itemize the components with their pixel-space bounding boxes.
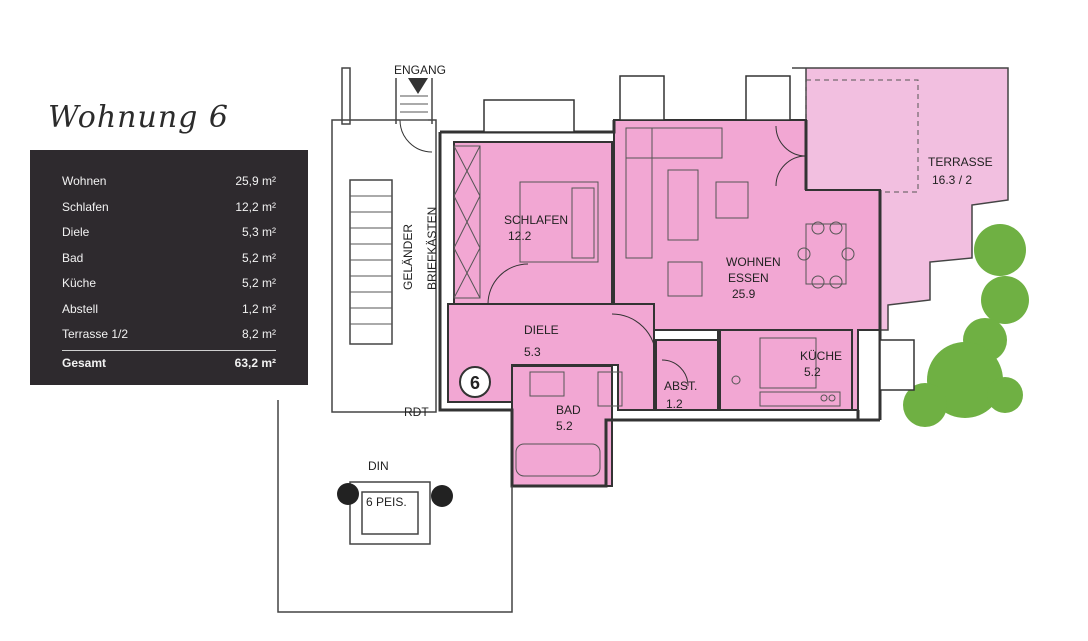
entrance-arrow-icon xyxy=(408,78,428,94)
rdt-label: RDT xyxy=(404,405,429,419)
stair-steps xyxy=(350,95,428,325)
elevator-button-right xyxy=(431,485,453,507)
door-arcs xyxy=(399,119,807,387)
room-abst xyxy=(655,339,719,411)
window-boxes xyxy=(483,75,915,391)
bath-fixtures xyxy=(515,371,623,477)
living-furniture xyxy=(625,127,855,297)
abst-label: ABST. xyxy=(664,379,697,393)
elevator-capacity-label: 6 PEIS. xyxy=(366,495,407,509)
entrance-label: ENGANG xyxy=(394,63,446,77)
terrasse-label: TERRASSE xyxy=(928,155,993,169)
terrasse-area: 16.3 / 2 xyxy=(932,173,972,187)
apartment-title: Wohnung 6 xyxy=(48,100,229,135)
mailbox-label: BRIEFKÄSTEN xyxy=(425,207,439,290)
kueche-area: 5.2 xyxy=(804,365,821,379)
diele-area: 5.3 xyxy=(524,345,541,359)
unit-number: 6 xyxy=(470,373,480,393)
schlafen-area: 12.2 xyxy=(508,229,532,243)
essen-label: ESSEN xyxy=(728,271,769,285)
bed xyxy=(519,181,599,263)
room-kueche xyxy=(719,329,853,411)
elevator-button-left xyxy=(337,483,359,505)
diele-label: DIELE xyxy=(524,323,559,337)
wohnen-area: 25.9 xyxy=(732,287,756,301)
elevator-shaft xyxy=(277,400,513,613)
railing-label: GELÄNDER xyxy=(401,224,415,290)
elevator-din-label: DIN xyxy=(368,459,389,473)
unit-badge xyxy=(459,366,491,398)
wardrobe xyxy=(453,145,481,299)
wohnen-label: WOHNEN xyxy=(726,255,781,269)
bad-area: 5.2 xyxy=(556,419,573,433)
kueche-label: KÜCHE xyxy=(800,349,842,363)
abst-area: 1.2 xyxy=(666,397,683,411)
bad-label: BAD xyxy=(556,403,581,417)
kitchen-fixtures xyxy=(731,337,841,407)
room-diele xyxy=(447,303,655,411)
tree-icon xyxy=(903,224,1029,427)
schlafen-label: SCHLAFEN xyxy=(504,213,568,227)
stairwell xyxy=(331,67,437,413)
room-bad xyxy=(511,365,613,487)
